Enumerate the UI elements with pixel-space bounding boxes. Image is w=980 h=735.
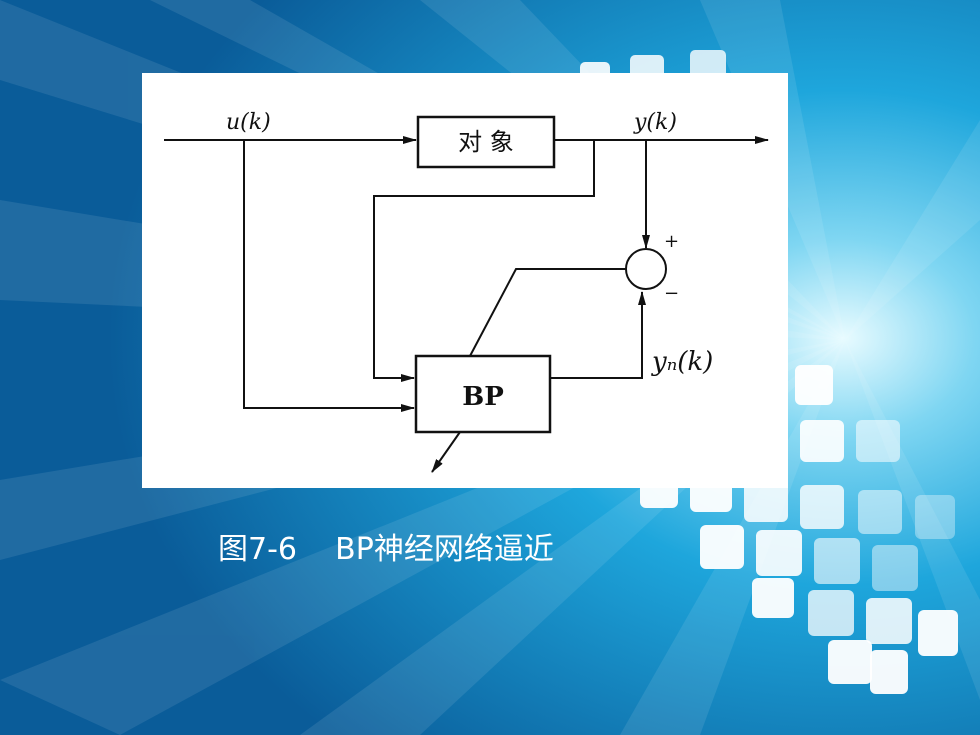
- bp-output-to-summer: [550, 291, 646, 379]
- plant-label: 对 象: [458, 128, 514, 156]
- block-diagram-panel: u(k) y(k) 对 象 BP yₙ(k) + −: [142, 73, 788, 488]
- model-output-label: yₙ(k): [651, 347, 713, 377]
- bp-approximation-diagram: u(k) y(k) 对 象 BP yₙ(k) + −: [164, 110, 769, 473]
- plus-sign: +: [664, 231, 679, 252]
- summing-junction: [625, 248, 667, 290]
- input-branch-to-bp: [243, 140, 415, 412]
- input-label: u(k): [226, 110, 271, 135]
- weight-adjust-arrow: [431, 431, 461, 473]
- minus-sign: −: [664, 283, 679, 304]
- figure-caption: 图7-6 BP神经网络逼近: [218, 532, 554, 567]
- decorative-tiles: [580, 50, 958, 694]
- bp-network-block: [414, 354, 552, 434]
- plant-block: [416, 115, 556, 169]
- bp-label: BP: [462, 382, 504, 412]
- output-label: y(k): [633, 110, 677, 135]
- output-feedback-to-bp: [373, 140, 595, 382]
- error-feedback-line: [469, 268, 626, 357]
